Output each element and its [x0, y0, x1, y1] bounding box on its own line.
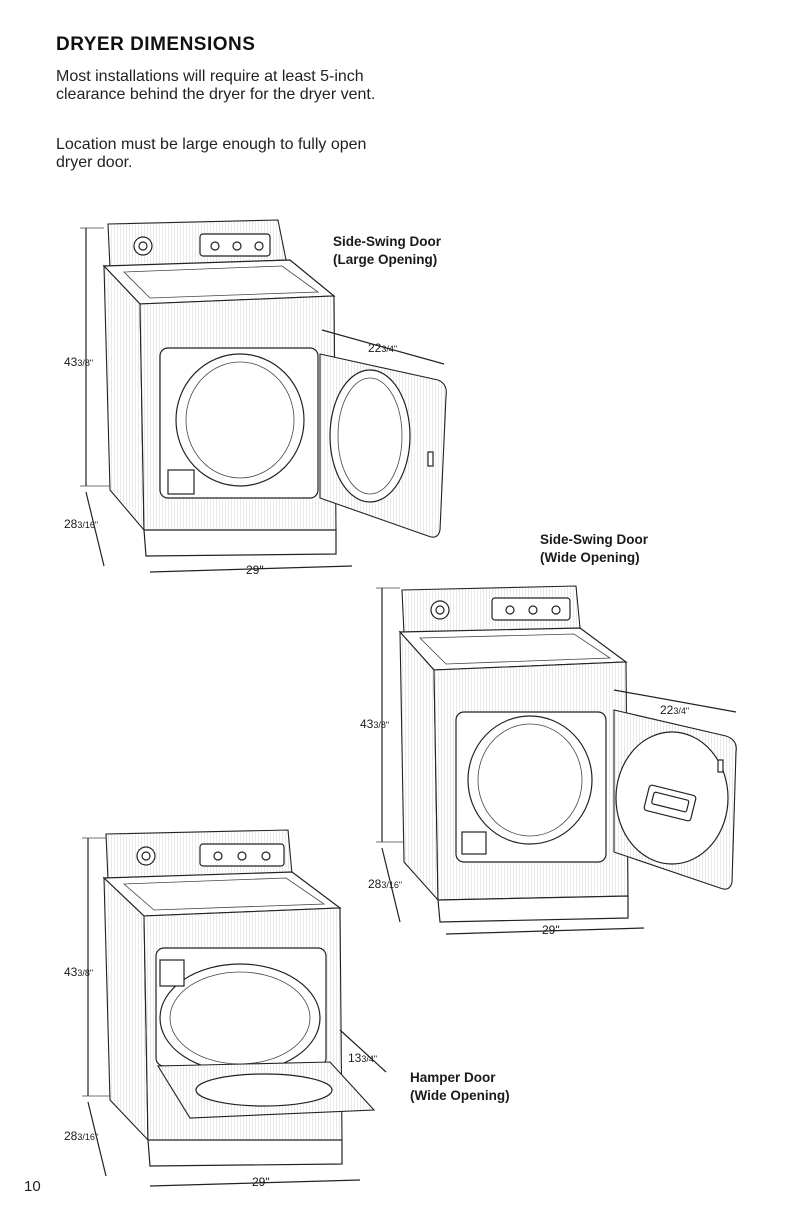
height-dimension: 433/8": [64, 965, 93, 979]
dryer-figure-side-swing-large: [80, 219, 447, 573]
figure-label-line2: (Wide Opening): [540, 550, 640, 565]
control-console: [401, 585, 581, 635]
door-opening-paragraph: Location must be large enough to fully o…: [56, 136, 367, 171]
door-dimension: 133/4": [348, 1051, 377, 1065]
height-dimension: 433/8": [360, 717, 389, 731]
page-number: 10: [24, 1178, 41, 1195]
depth-dimension-line: [87, 1101, 107, 1177]
clearance-paragraph: Most installations will require at least…: [56, 68, 376, 103]
door-dimension: 223/4": [660, 703, 689, 717]
dryer-figure-hamper-door: [82, 829, 387, 1187]
depth-dimension: 283/16": [64, 517, 98, 531]
width-dimension-line: [445, 927, 645, 935]
door-dimension: 223/4": [368, 341, 397, 355]
dryer-figure-side-swing-wide: [376, 585, 737, 935]
control-console: [105, 829, 293, 881]
width-dimension-line: [149, 565, 353, 573]
figure-label-line1: Side-Swing Door: [540, 532, 649, 547]
figure-label-line2: (Large Opening): [333, 252, 437, 267]
door-dimension-line: [613, 689, 737, 713]
depth-dimension: 283/16": [368, 877, 402, 891]
width-dimension: 29": [542, 923, 560, 937]
width-dimension: 29": [252, 1175, 270, 1189]
door-dimension-line: [321, 329, 445, 365]
figure-label-line2: (Wide Opening): [410, 1088, 510, 1103]
door-dimension-line: [339, 1029, 387, 1073]
width-dimension-line: [149, 1179, 361, 1187]
height-dimension: 433/8": [64, 355, 93, 369]
control-console: [107, 219, 287, 269]
page-title: DRYER DIMENSIONS: [56, 34, 256, 55]
width-dimension: 29": [246, 563, 264, 577]
depth-dimension-line: [85, 491, 105, 567]
figure-label-line1: Side-Swing Door: [333, 234, 442, 249]
figure-label-line1: Hamper Door: [410, 1070, 496, 1085]
depth-dimension: 283/16": [64, 1129, 98, 1143]
depth-dimension-line: [381, 847, 401, 923]
